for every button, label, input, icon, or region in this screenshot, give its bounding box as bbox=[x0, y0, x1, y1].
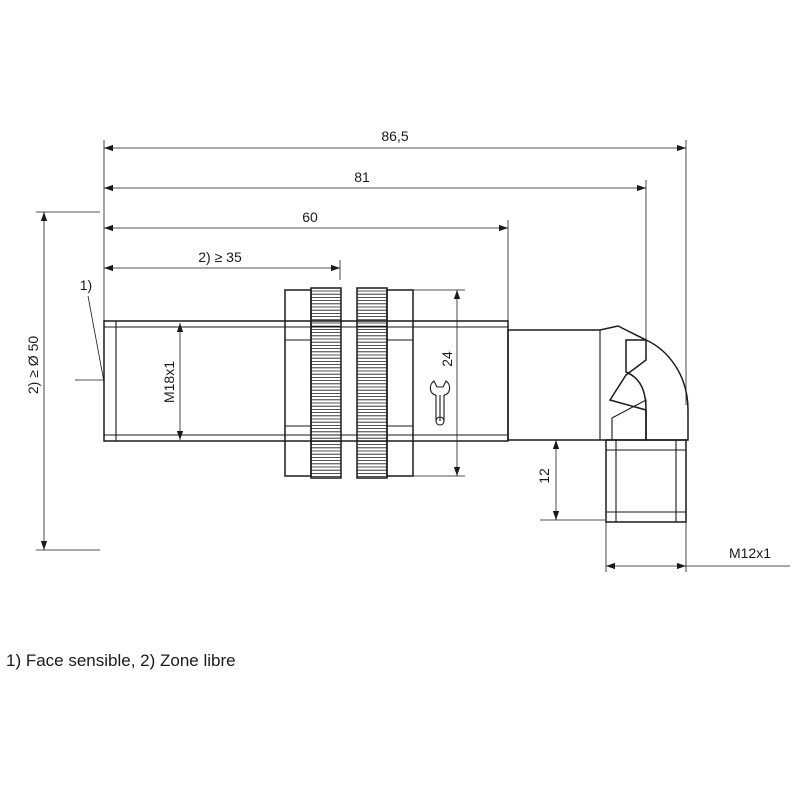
wrench-icon bbox=[429, 380, 451, 426]
footnote-caption: 1) Face sensible, 2) Zone libre bbox=[6, 651, 236, 670]
dim-free-diameter-label: 2) ≥ Ø 50 bbox=[25, 336, 41, 394]
dim-thread-label: 60 bbox=[302, 209, 318, 225]
dim-wrench-label: 24 bbox=[439, 351, 455, 367]
dim-connector-height-label: 12 bbox=[536, 468, 552, 484]
dim-body-label: 81 bbox=[354, 169, 370, 185]
dim-free-zone-label: 2) ≥ 35 bbox=[198, 249, 242, 265]
dim-total-label: 86,5 bbox=[381, 128, 408, 144]
dimension-lines bbox=[40, 144, 790, 570]
angled-connector bbox=[605, 339, 689, 523]
dim-connector-thread-label: M12x1 bbox=[729, 545, 771, 561]
dim-thread-size-label: M18x1 bbox=[161, 361, 177, 403]
sensing-face-leader bbox=[87, 295, 105, 383]
nut-right bbox=[356, 287, 414, 479]
nut-left bbox=[284, 287, 342, 479]
sensing-face-marker: 1) bbox=[80, 277, 92, 293]
extension-lines bbox=[36, 140, 687, 572]
